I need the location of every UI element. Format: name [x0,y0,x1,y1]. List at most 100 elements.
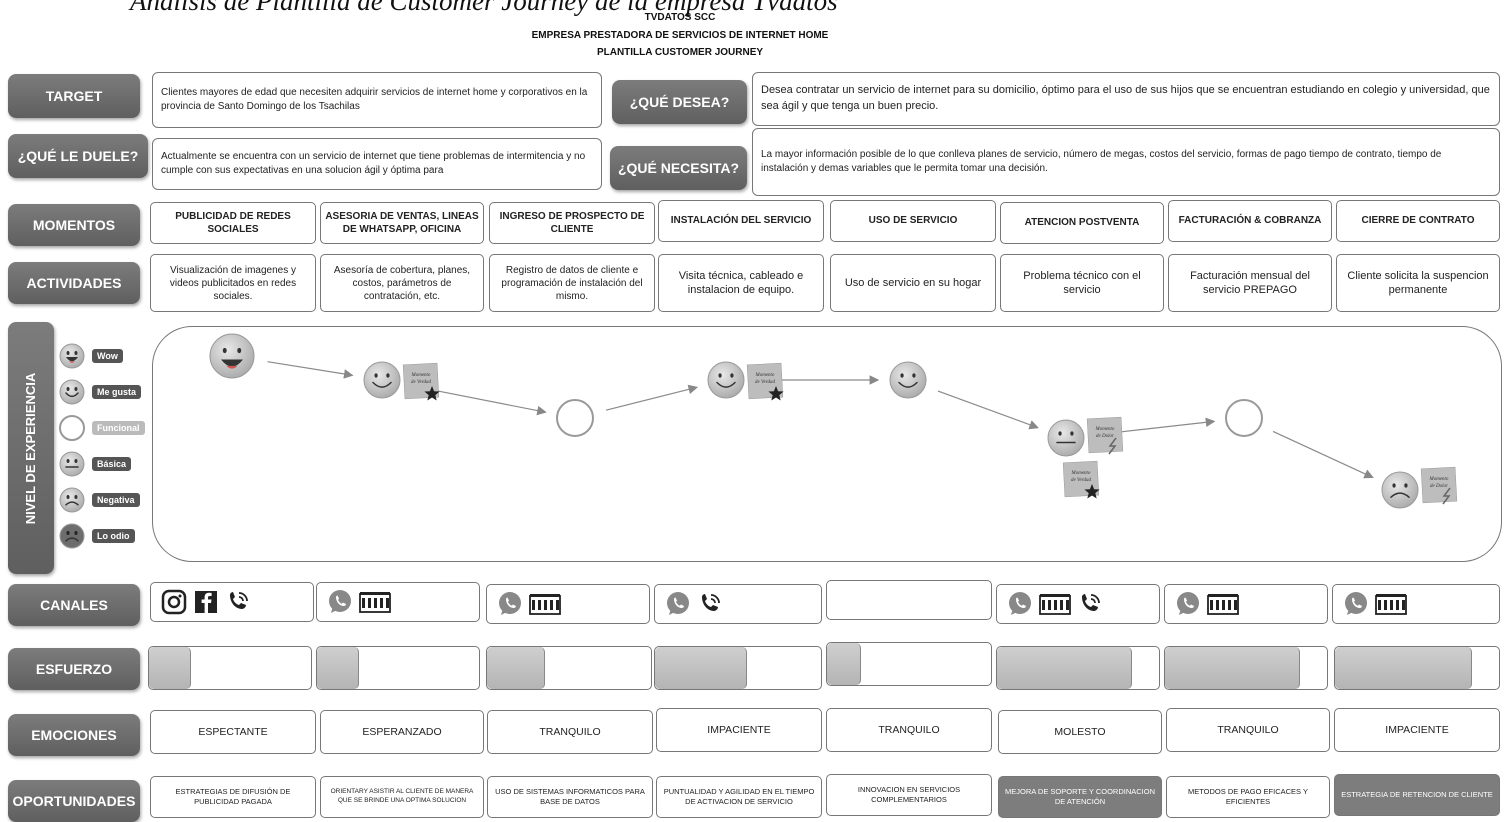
lightning-icon [1442,487,1451,505]
company-name: TVDATOS SCC [644,12,716,23]
effort-bar [654,646,822,690]
needs-text: La mayor información posible de lo que c… [752,128,1500,196]
channel-cell [1164,584,1328,624]
activity-cell: Cliente solicita la suspencion permanent… [1336,254,1500,312]
instagram-icon [161,589,187,615]
page-title: Analisis de Plantilla de Customer Journe… [130,0,838,16]
template-name: PLANTILLA CUSTOMER JOURNEY [596,47,764,58]
journey-connector [1272,430,1374,479]
effort-bar-fill [827,643,861,685]
opportunity-cell: ORIENTARY ASISTIR AL CLIENTE DE MANERA Q… [320,776,484,818]
svg-text:de Dolor: de Dolor [1430,484,1448,489]
legend-item-negativa: Negativa [58,486,140,514]
opportunity-cell-highlighted: ESTRATEGIA DE RETENCION DE CLIENTE [1334,774,1500,816]
emotion-cell: IMPACIENTE [656,708,822,752]
svg-text:de Verdad: de Verdad [755,380,775,385]
esfuerzo-label: ESFUERZO [8,648,140,690]
journey-connector [605,384,699,411]
office-icon [359,592,391,613]
legend-label: Wow [92,349,123,363]
moment-cell: CIERRE DE CONTRATO [1336,200,1500,242]
company-subtitle: EMPRESA PRESTADORA DE SERVICIOS DE INTER… [531,30,829,41]
needs-label: ¿QUÉ NECESITA? [610,146,747,190]
legend-face-icon [59,415,85,441]
pain-moment-note: Momento de Dolor [1086,416,1124,455]
journey-face-5 [889,361,927,399]
emotion-cell: TRANQUILO [826,708,992,752]
moment-cell: INGRESO DE PROSPECTO DE CLIENTE [489,202,655,244]
actividades-label: ACTIVIDADES [8,262,140,304]
moment-cell: INSTALACIÓN DEL SERVICIO [658,200,824,242]
legend-item-básica: Básica [58,450,132,478]
journey-connector [267,361,354,379]
experience-label: NIVEL DE EXPERIENCIA [8,322,54,574]
whatsapp-icon [499,592,521,615]
phone-icon [230,592,248,609]
whatsapp-icon [329,590,351,613]
opportunity-cell: METODOS DE PAGO EFICACES Y EFICIENTES [1166,776,1330,818]
face-icon [59,451,85,477]
legend-face-icon [59,487,85,513]
face-icon [59,415,85,441]
svg-text:de Verdad: de Verdad [1071,478,1091,483]
channel-cell [1332,584,1500,624]
effort-bar-fill [149,647,191,689]
star-icon [768,386,784,401]
activity-cell: Asesoría de cobertura, planes, costos, p… [320,254,484,312]
experience-track [152,326,1502,562]
facebook-icon [195,591,217,613]
star-icon [1084,484,1100,499]
journey-face-6 [1047,419,1085,457]
journey-face-3 [556,399,594,437]
effort-bar-fill [1335,647,1473,689]
legend-face-icon [59,379,85,405]
emotion-cell: IMPACIENTE [1334,708,1500,752]
channel-cell [486,584,650,624]
journey-face-1 [209,333,255,379]
moment-cell: ATENCION POSTVENTA [1000,202,1164,244]
whatsapp-icon [1009,592,1031,615]
legend-item-lo-odio: Lo odio [58,522,135,550]
emociones-label: EMOCIONES [8,714,140,756]
activity-cell: Registro de datos de cliente e programac… [489,254,655,312]
legend-label: Me gusta [92,385,142,399]
effort-bar [1164,646,1328,690]
channel-cell [150,582,314,622]
channel-cell [654,584,822,624]
office-icon [1039,594,1071,615]
legend-item-funcional: Funcional [58,414,145,442]
svg-text:Momento: Momento [1429,477,1449,482]
moment-cell: ASESORIA DE VENTAS, LINEAS DE WHATSAPP, … [320,202,484,244]
effort-bar-fill [1165,647,1301,689]
legend-label: Negativa [92,493,140,507]
channel-cell [316,582,480,622]
legend-face-icon [59,451,85,477]
pain-moment-note: Momento de Dolor [1420,466,1458,505]
face-icon [59,487,85,513]
svg-text:Momento: Momento [1095,427,1115,432]
legend-item-me-gusta: Me gusta [58,378,142,406]
effort-bar-fill [317,647,359,689]
svg-text:de Verdad: de Verdad [411,380,431,385]
svg-text:Momento: Momento [1071,471,1091,476]
effort-bar [826,642,992,686]
effort-bar-fill [487,647,546,689]
phone-icon [702,594,720,611]
target-text: Clientes mayores de edad que necesiten a… [152,72,602,128]
journey-face-7 [1225,399,1263,437]
svg-text:de Dolor: de Dolor [1096,434,1114,439]
journey-face-2 [363,361,401,399]
whatsapp-icon [667,592,689,615]
office-icon [1375,594,1407,615]
channel-cell [996,584,1160,624]
lightning-icon [1108,437,1117,455]
effort-bar [996,646,1160,690]
legend-label: Funcional [92,421,145,435]
effort-bar-fill [655,647,748,689]
journey-connector [937,390,1039,430]
emotion-cell: TRANQUILO [1166,708,1330,752]
star-icon [424,386,440,401]
opportunity-cell: INNOVACION EN SERVICIOS COMPLEMENTARIOS [826,774,992,816]
